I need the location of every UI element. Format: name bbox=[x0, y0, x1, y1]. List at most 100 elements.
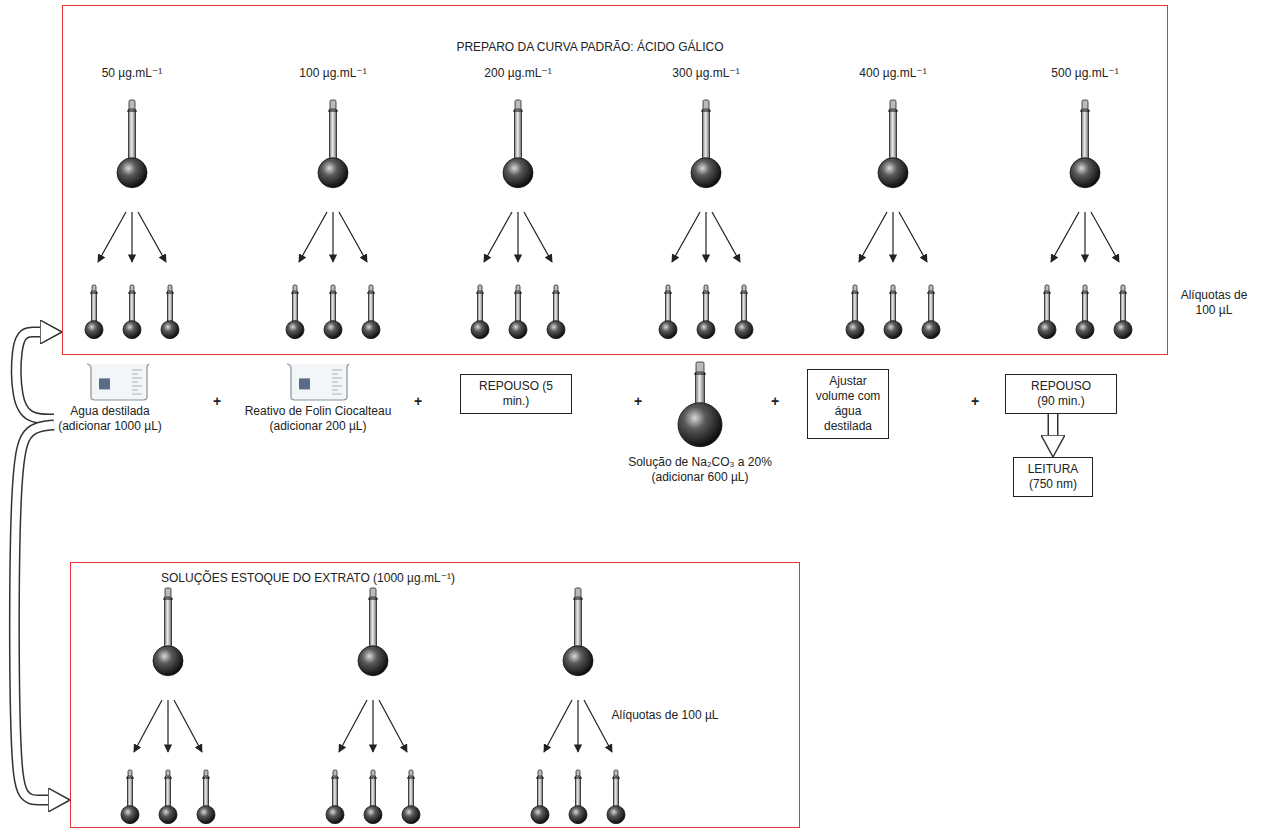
aliquot-arrow bbox=[584, 700, 612, 752]
plus-sign: + bbox=[771, 393, 779, 411]
annotation: 200 µg.mL⁻¹ bbox=[484, 66, 551, 81]
small-flask bbox=[121, 770, 139, 824]
flask-bulb bbox=[286, 321, 304, 339]
flask-bulb bbox=[531, 806, 549, 824]
aliquot-arrow bbox=[484, 212, 512, 262]
flask-stopper bbox=[331, 285, 335, 291]
flask-stopper bbox=[614, 770, 618, 776]
flask-bulb bbox=[547, 321, 565, 339]
flask-stopper bbox=[575, 588, 581, 597]
flask-bulb bbox=[117, 158, 147, 188]
graduation-mark bbox=[332, 394, 342, 395]
flask-stopper bbox=[369, 285, 373, 291]
flask-ring bbox=[166, 292, 174, 293]
flask-ring bbox=[664, 292, 672, 293]
flask-ring bbox=[1043, 292, 1051, 293]
volumetric-flask bbox=[691, 100, 721, 188]
flask-stopper bbox=[890, 100, 896, 109]
flask-bulb bbox=[503, 158, 533, 188]
flask-stopper bbox=[666, 285, 670, 291]
aliquot-arrow bbox=[98, 212, 126, 262]
arrow-body bbox=[1049, 414, 1057, 439]
plus-sign: + bbox=[414, 393, 422, 411]
flask-stopper bbox=[696, 362, 704, 372]
flask-bulb bbox=[697, 321, 715, 339]
annotation: 500 µg.mL⁻¹ bbox=[1051, 66, 1118, 81]
flask-stopper bbox=[333, 770, 337, 776]
aliquot-arrow bbox=[899, 212, 927, 262]
small-flask bbox=[509, 285, 527, 339]
flask-ring bbox=[536, 777, 544, 778]
arrow-outline bbox=[14, 425, 54, 800]
flask-bulb bbox=[846, 321, 864, 339]
flask-stopper bbox=[130, 285, 134, 291]
flask-stopper bbox=[742, 285, 746, 291]
small-flask bbox=[569, 770, 587, 824]
flask-stopper bbox=[371, 770, 375, 776]
flask-bulb bbox=[569, 806, 587, 824]
aliquot-arrow bbox=[712, 212, 740, 262]
flask-ring bbox=[368, 598, 378, 599]
flask-stopper bbox=[1082, 100, 1088, 109]
flask-ring bbox=[329, 292, 337, 293]
flask-bulb bbox=[402, 806, 420, 824]
flask-stopper bbox=[1045, 285, 1049, 291]
flask-ring bbox=[163, 598, 173, 599]
flask-bulb bbox=[691, 158, 721, 188]
flask-ring bbox=[888, 110, 898, 111]
flask-ring bbox=[702, 292, 710, 293]
flask-bulb bbox=[358, 646, 388, 676]
step-box: REPOUSO (5 min.) bbox=[460, 374, 572, 414]
aliquot-arrow bbox=[1051, 212, 1079, 262]
carbonate-flask bbox=[678, 362, 722, 447]
volumetric-flask bbox=[563, 588, 593, 676]
flask-bulb bbox=[362, 321, 380, 339]
flask-stopper bbox=[1121, 285, 1125, 291]
graduation-mark bbox=[332, 378, 342, 379]
aliquot-arrow bbox=[705, 212, 706, 262]
graduation-mark bbox=[332, 386, 342, 387]
small-flask bbox=[161, 285, 179, 339]
extract-panel: SOLUÇÕES ESTOQUE DO EXTRATO (1000 µg.mL⁻… bbox=[70, 562, 800, 828]
plus-sign: + bbox=[634, 393, 642, 411]
flask-ring bbox=[612, 777, 620, 778]
flask-ring bbox=[574, 777, 582, 778]
annotation: Alíquotas de 100 µL bbox=[1172, 288, 1256, 318]
standard-curve-panel: PREPARO DA CURVA PADRÃO: ÁCIDO GÁLICO bbox=[62, 5, 1168, 355]
flask-bulb bbox=[563, 646, 593, 676]
flask-bulb bbox=[85, 321, 103, 339]
small-flask bbox=[607, 770, 625, 824]
flask-bulb bbox=[471, 321, 489, 339]
arrow-outline bbox=[16, 332, 54, 419]
graduation-mark bbox=[132, 390, 138, 391]
flask-ring bbox=[407, 777, 415, 778]
small-flask bbox=[735, 285, 753, 339]
small-flask bbox=[884, 285, 902, 339]
reagent-caption: Reativo de Folin Ciocalteau (adicionar 2… bbox=[238, 404, 398, 434]
graduation-mark bbox=[332, 370, 342, 371]
annotation: 400 µg.mL⁻¹ bbox=[859, 66, 926, 81]
aliquot-arrow bbox=[672, 212, 700, 262]
flow-arrow bbox=[16, 332, 54, 419]
aliquot-arrow bbox=[544, 700, 572, 752]
beaker bbox=[287, 364, 349, 400]
flask-stopper bbox=[409, 770, 413, 776]
flask-bulb bbox=[159, 806, 177, 824]
flask-ring bbox=[369, 777, 377, 778]
flask-ring bbox=[164, 777, 172, 778]
annotation: 100 µg.mL⁻¹ bbox=[299, 66, 366, 81]
small-flask bbox=[846, 285, 864, 339]
aliquot-arrow bbox=[134, 700, 162, 752]
flask-stopper bbox=[128, 770, 132, 776]
flask-bulb bbox=[123, 321, 141, 339]
flask-stopper bbox=[92, 285, 96, 291]
node-text: Ajustar volume com água destilada bbox=[814, 374, 882, 434]
aliquot-arrow bbox=[577, 700, 578, 752]
flask-stopper bbox=[1083, 285, 1087, 291]
small-flask bbox=[531, 770, 549, 824]
flask-ring bbox=[514, 292, 522, 293]
node-text: REPOUSO (90 min.) bbox=[1024, 379, 1098, 409]
flask-bulb bbox=[1114, 321, 1132, 339]
